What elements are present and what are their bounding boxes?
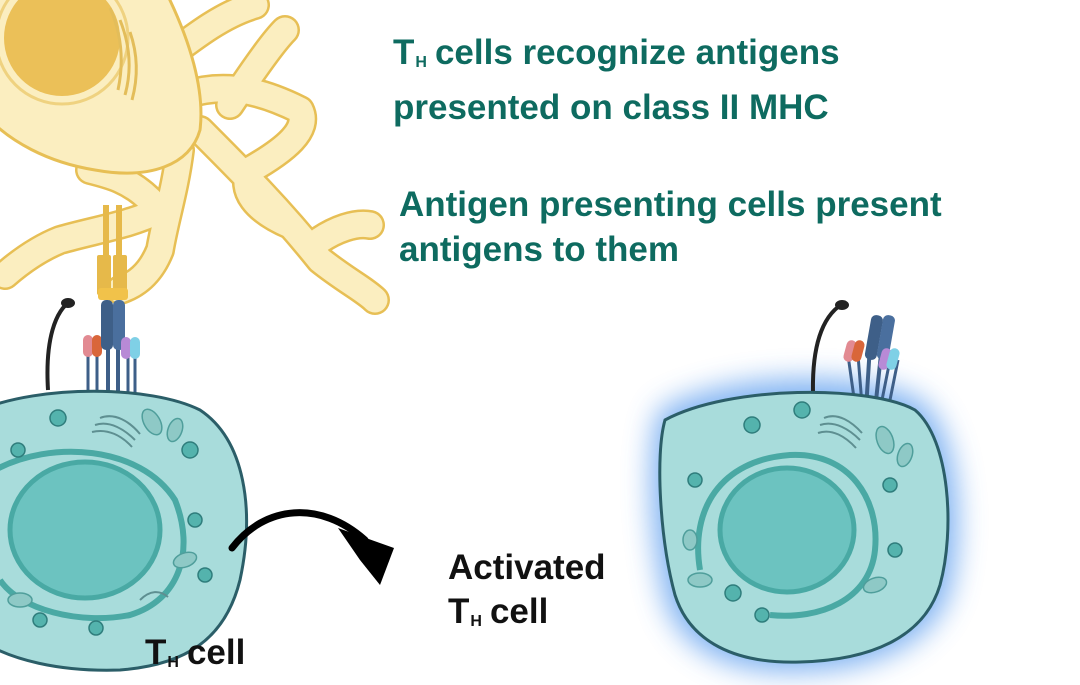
golgi [817,415,863,449]
headline-line-3: Antigen presenting cells present [399,185,942,224]
organelles [687,401,903,623]
t-cell-receptor [83,300,140,402]
membrane-protein [45,298,74,391]
apc-nucleus [4,0,120,96]
headline-line-4: antigens to them [399,230,680,269]
headline-line-2: presented on class II MHC [393,88,829,127]
activation-arrow [228,509,394,585]
golgi [91,415,169,601]
dendrite-branches [0,0,390,315]
mitochondria [7,408,198,608]
antigen-presenting-cell [0,0,390,315]
membrane-protein [810,300,847,393]
nucleus [717,465,857,595]
th-cell-left [0,298,248,672]
nucleus [7,459,163,601]
activated-th-cell [650,300,958,673]
organelles [10,409,213,636]
headline-presentation: Antigen presenting cells present antigen… [399,182,942,272]
mhc-class-ii-molecule [97,205,128,300]
endoplasmic-reticulum [695,451,879,619]
mitochondria [682,425,914,594]
